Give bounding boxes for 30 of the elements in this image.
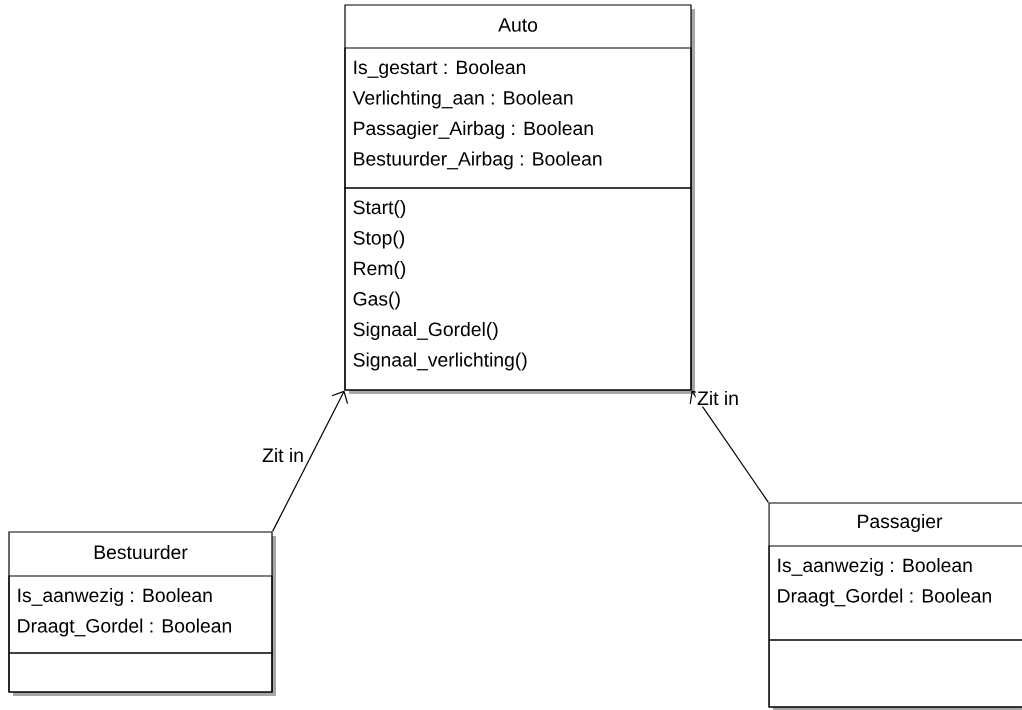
edge-label: Zit in [695, 389, 741, 407]
member-text: Gas() [353, 291, 400, 310]
edge-label: Zit in [260, 446, 306, 464]
member-text: Is_aanwezig : Boolean [778, 558, 972, 576]
member-text: Verlichting_aan : Boolean [352, 90, 573, 109]
member-text: Signaal_Gordel() [353, 322, 498, 340]
member-text: Is_gestart : Boolean [354, 60, 526, 78]
class-name: Passagier [858, 514, 943, 532]
compartment [8, 575, 273, 654]
member-text: Bestuurder_Airbag : Boolean [354, 151, 602, 170]
member-text: Draagt_Gordel : Boolean [778, 588, 991, 607]
empty-compartment [8, 652, 273, 693]
member-text: Draagt_Gordel : Boolean [18, 618, 231, 637]
arrow [689, 390, 769, 503]
member-text: Passagier_Airbag : Boolean [354, 121, 593, 139]
member-text: Signaal_verlichting() [353, 352, 527, 371]
compartment [344, 187, 692, 391]
compartment [768, 545, 1022, 641]
class-name: Auto [498, 18, 538, 32]
class-box [768, 502, 1022, 710]
member-text: Rem() [354, 261, 406, 279]
class-box [8, 531, 276, 696]
class-name: Bestuurder [94, 544, 188, 560]
empty-compartment [768, 639, 1022, 708]
member-text: Is_aanwezig : Boolean [18, 588, 212, 606]
compartment [344, 47, 692, 189]
class-box [344, 4, 695, 394]
member-text: Start() [353, 200, 406, 218]
arrow [272, 390, 349, 532]
member-text: Stop() [353, 230, 405, 249]
